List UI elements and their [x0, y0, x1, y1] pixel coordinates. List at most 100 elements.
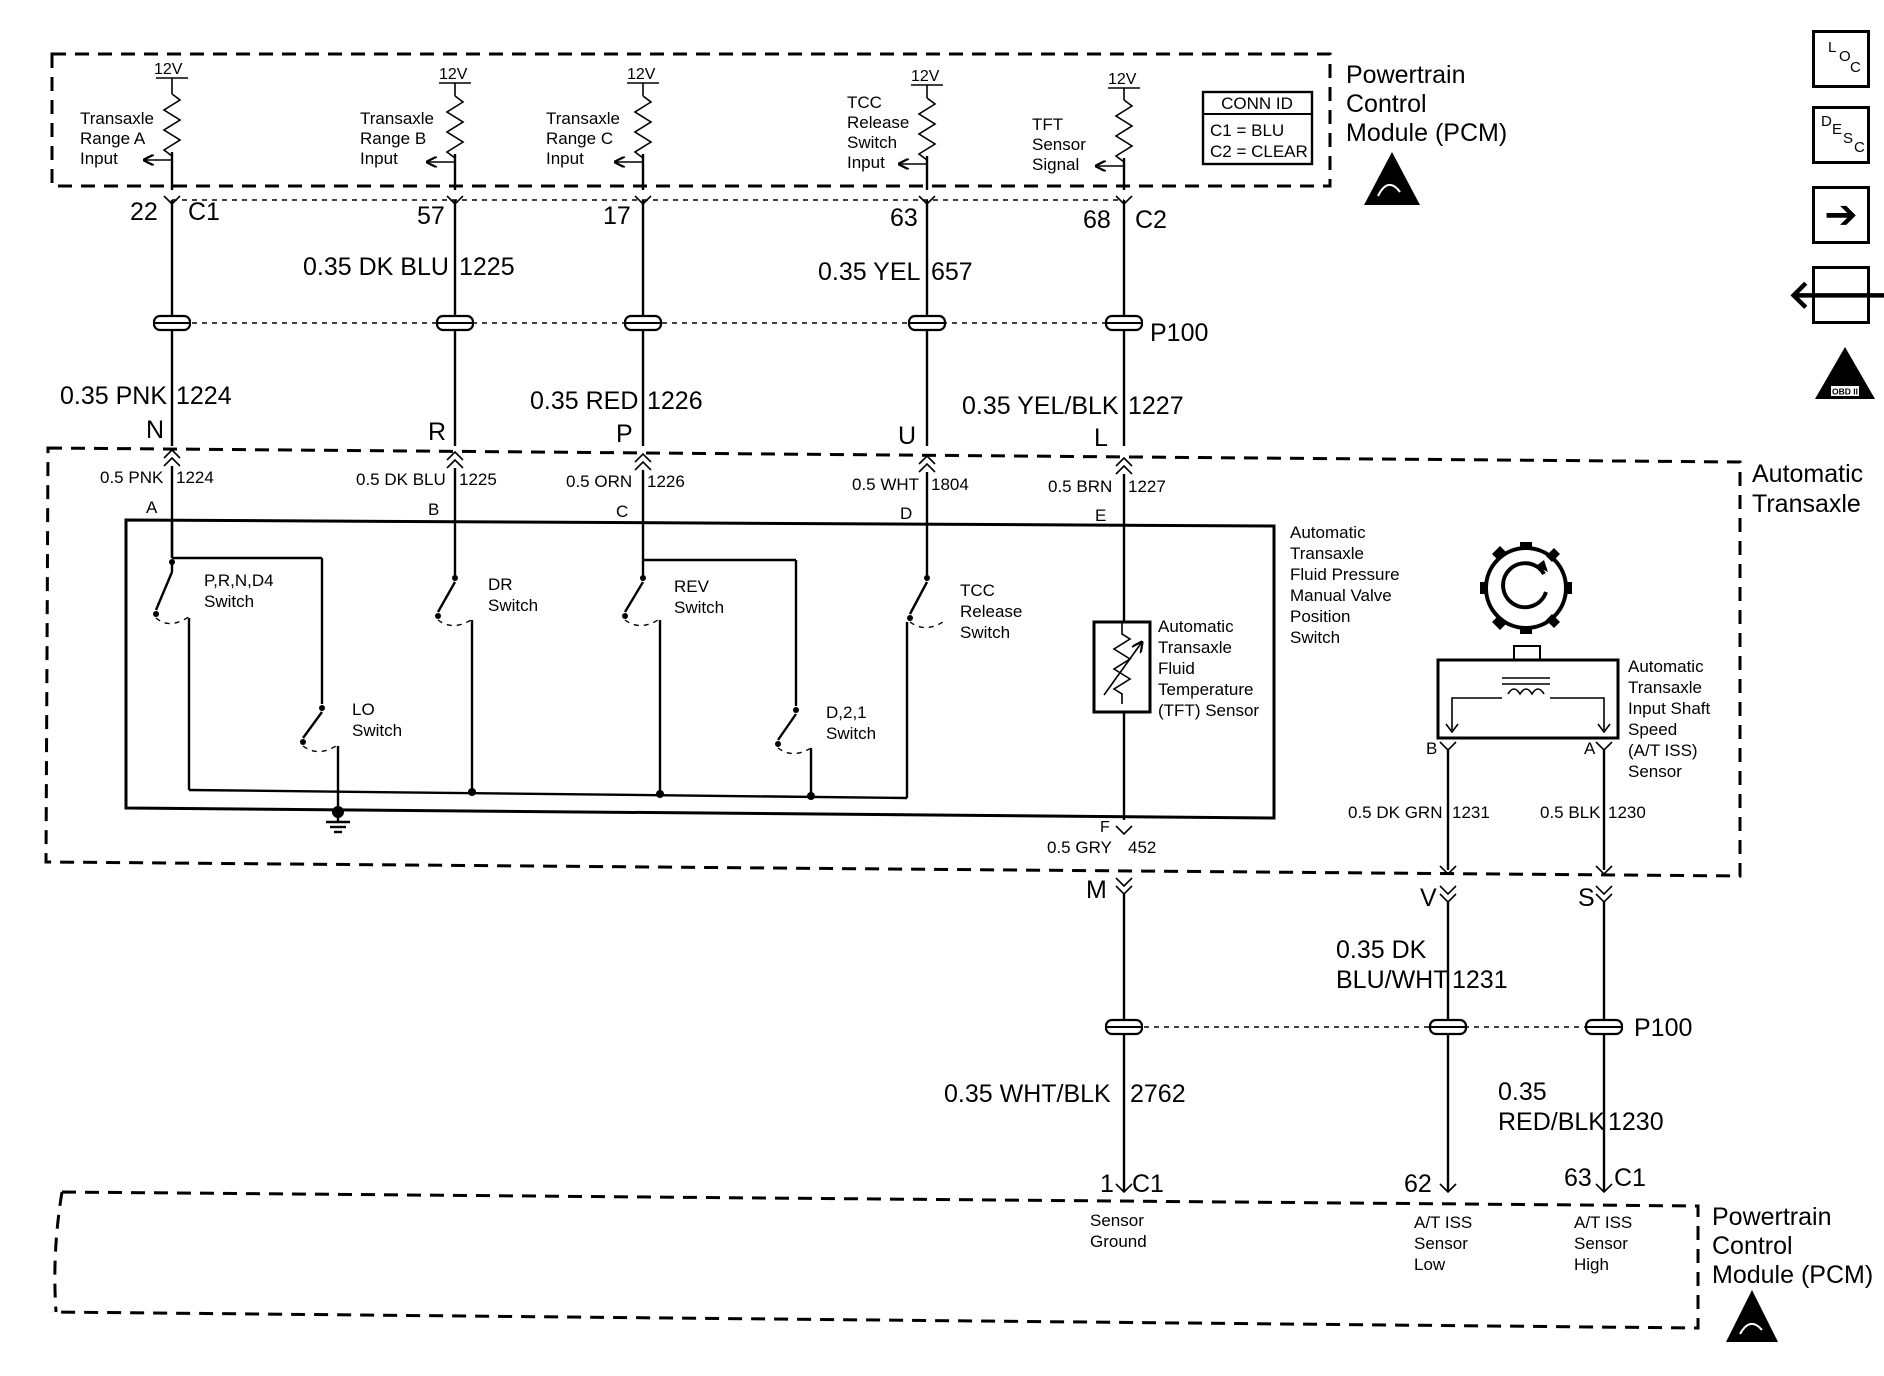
- pin-c: C: [616, 502, 628, 521]
- input-label-4: Input: [847, 153, 885, 172]
- pin-d: D: [900, 504, 912, 523]
- connector-c2-top: C2: [1135, 206, 1167, 234]
- back-arrow-button[interactable]: 🡐: [1787, 266, 1884, 324]
- esd-warning-icon: [1364, 152, 1420, 205]
- sa-line-4: Manual Valve: [1290, 586, 1392, 605]
- obd-label: OBD II: [1832, 387, 1858, 397]
- pin-s: S: [1578, 884, 1595, 912]
- iss-high-label-2: Sensor: [1574, 1234, 1628, 1253]
- wire-pnk-gauge: 0.35 PNK: [60, 382, 167, 410]
- loc-letter-o: O: [1839, 48, 1851, 65]
- input-label-1: Transaxle: [80, 109, 154, 128]
- iss-wire-dkgrn-gauge: 0.5 DK GRN: [1348, 803, 1442, 822]
- connector-c1-bottom-right: C1: [1614, 1164, 1646, 1192]
- iss-pin-b: B: [1426, 739, 1437, 758]
- conn-id-box: CONN ID C1 = BLU C2 = CLEAR: [1201, 90, 1314, 166]
- connector-c1-bottom: C1: [1132, 1170, 1164, 1198]
- lower-harness: M V S 0.35 DK BLU/WHT 1231 P100 0.35 WHT…: [944, 876, 1692, 1198]
- sa-line-6: Switch: [1290, 628, 1340, 647]
- pin-u: U: [898, 422, 916, 450]
- rev-label-1: REV: [674, 577, 710, 596]
- input-label-1: TCC: [847, 93, 882, 112]
- pcm-bottom-title-2: Control: [1712, 1232, 1793, 1260]
- iss-pin-a: A: [1584, 739, 1596, 758]
- desc-button[interactable]: D E S C: [1812, 106, 1870, 164]
- forward-arrow-button[interactable]: ➔: [1812, 186, 1870, 244]
- int-wire-d-gauge: 0.5 WHT: [852, 475, 919, 494]
- tft-label-3: Fluid: [1158, 659, 1195, 678]
- wire-yel-circuit: 657: [931, 258, 973, 286]
- sa-line-2: Transaxle: [1290, 544, 1364, 563]
- wire-pnk-circuit: 1224: [176, 382, 232, 410]
- wire-red-circuit: 1226: [647, 387, 703, 415]
- pin-17: 17: [603, 202, 631, 230]
- pcm-bottom-title-3: Module (PCM): [1712, 1261, 1873, 1289]
- input-label-3: Input: [80, 149, 118, 168]
- desc-letter-e: E: [1832, 121, 1843, 138]
- dr-label-2: Switch: [488, 596, 538, 615]
- iss-wire-dkgrn-circuit: 1231: [1452, 803, 1490, 822]
- pcm-bottom-border: [51, 1190, 1700, 1330]
- pin-62: 62: [1404, 1170, 1432, 1198]
- voltage-label: 12V: [439, 66, 468, 83]
- wire-redblk-gauge-1: 0.35: [1498, 1078, 1547, 1106]
- tft-label-1: Automatic: [1158, 617, 1234, 636]
- pin-r: R: [428, 418, 446, 446]
- int-wire-b-circuit: 1225: [459, 470, 497, 489]
- tcc-label-3: Switch: [960, 623, 1010, 642]
- pcm-bottom-title-1: Powertrain: [1712, 1203, 1832, 1231]
- input-label-2: Range B: [360, 129, 426, 148]
- wire-dkbluwht-circuit: 1231: [1452, 966, 1508, 994]
- pcm-bottom: Sensor Ground A/T ISS Sensor Low A/T ISS…: [51, 1190, 1873, 1342]
- pin-b: B: [428, 500, 439, 519]
- lo-label-1: LO: [352, 700, 375, 719]
- obd-ii-button[interactable]: II OBD II: [1813, 345, 1877, 401]
- voltage-label: 12V: [627, 66, 656, 83]
- upper-harness: 0.35 DK BLU 1225 0.35 YEL 657 P100 0.35 …: [60, 195, 1208, 452]
- input-label-2: Range A: [80, 129, 146, 148]
- ground-bus: [188, 788, 908, 800]
- input-label-1: Transaxle: [360, 109, 434, 128]
- pcm-input-tft-signal: 12V TFT Sensor Signal: [1032, 71, 1140, 190]
- sensor-ground-label-1: Sensor: [1090, 1211, 1144, 1230]
- int-wire-c-gauge: 0.5 ORN: [566, 472, 632, 491]
- voltage-label: 12V: [911, 68, 940, 85]
- prnd4-switch: P,R,N,D4 Switch: [153, 520, 322, 790]
- loc-button[interactable]: L O C: [1812, 30, 1870, 88]
- int-wire-e-gauge: 0.5 BRN: [1048, 477, 1112, 496]
- loc-letter-l: L: [1828, 39, 1837, 56]
- wire-whtblk-circuit: 2762: [1130, 1080, 1186, 1108]
- esd-warning-icon: [1726, 1290, 1778, 1342]
- transaxle-title-1: Automatic: [1752, 460, 1863, 488]
- tcc-label-2: Release: [960, 602, 1022, 621]
- pcm-top-title-3: Module (PCM): [1346, 119, 1507, 147]
- switch-assembly-box: [124, 518, 1276, 820]
- wire-yelblk-gauge: 0.35 YEL/BLK: [962, 392, 1119, 420]
- voltage-label: 12V: [154, 61, 183, 78]
- ground-icon: [326, 800, 350, 834]
- iss-label-1: Automatic: [1628, 657, 1704, 676]
- input-label-3: Switch: [847, 133, 897, 152]
- loc-letter-c: C: [1850, 59, 1861, 76]
- gry-gauge: 0.5 GRY: [1047, 838, 1112, 857]
- iss-wire-blk-circuit: 1230: [1608, 803, 1646, 822]
- iss-wire-blk-gauge: 0.5 BLK: [1540, 803, 1601, 822]
- input-label-2: Range C: [546, 129, 613, 148]
- obd-triangle-icon: [1815, 347, 1875, 399]
- wire-dkblu-gauge: 0.35 DK BLU: [303, 253, 449, 281]
- desc-letter-c: C: [1854, 139, 1865, 156]
- wire-yel-gauge: 0.35 YEL: [818, 258, 921, 286]
- p100-lower-label: P100: [1634, 1014, 1692, 1042]
- prnd4-label-1: P,R,N,D4: [204, 571, 274, 590]
- gear-icon: [1480, 542, 1572, 634]
- tcc-label-1: TCC: [960, 581, 995, 600]
- switch-assembly-label: Automatic Transaxle Fluid Pressure Manua…: [1290, 523, 1400, 647]
- wire-redblk-gauge-2: RED/BLK: [1498, 1108, 1605, 1136]
- wire-redblk-circuit: 1230: [1608, 1108, 1664, 1136]
- lo-switch: LO Switch: [300, 558, 402, 800]
- connector-c1-top: C1: [188, 198, 220, 226]
- lo-label-2: Switch: [352, 721, 402, 740]
- pcm-input-range-b: 12V Transaxle Range B Input: [360, 66, 471, 190]
- wire-red-gauge: 0.35 RED: [530, 387, 638, 415]
- iss-label-5: (A/T ISS): [1628, 741, 1698, 760]
